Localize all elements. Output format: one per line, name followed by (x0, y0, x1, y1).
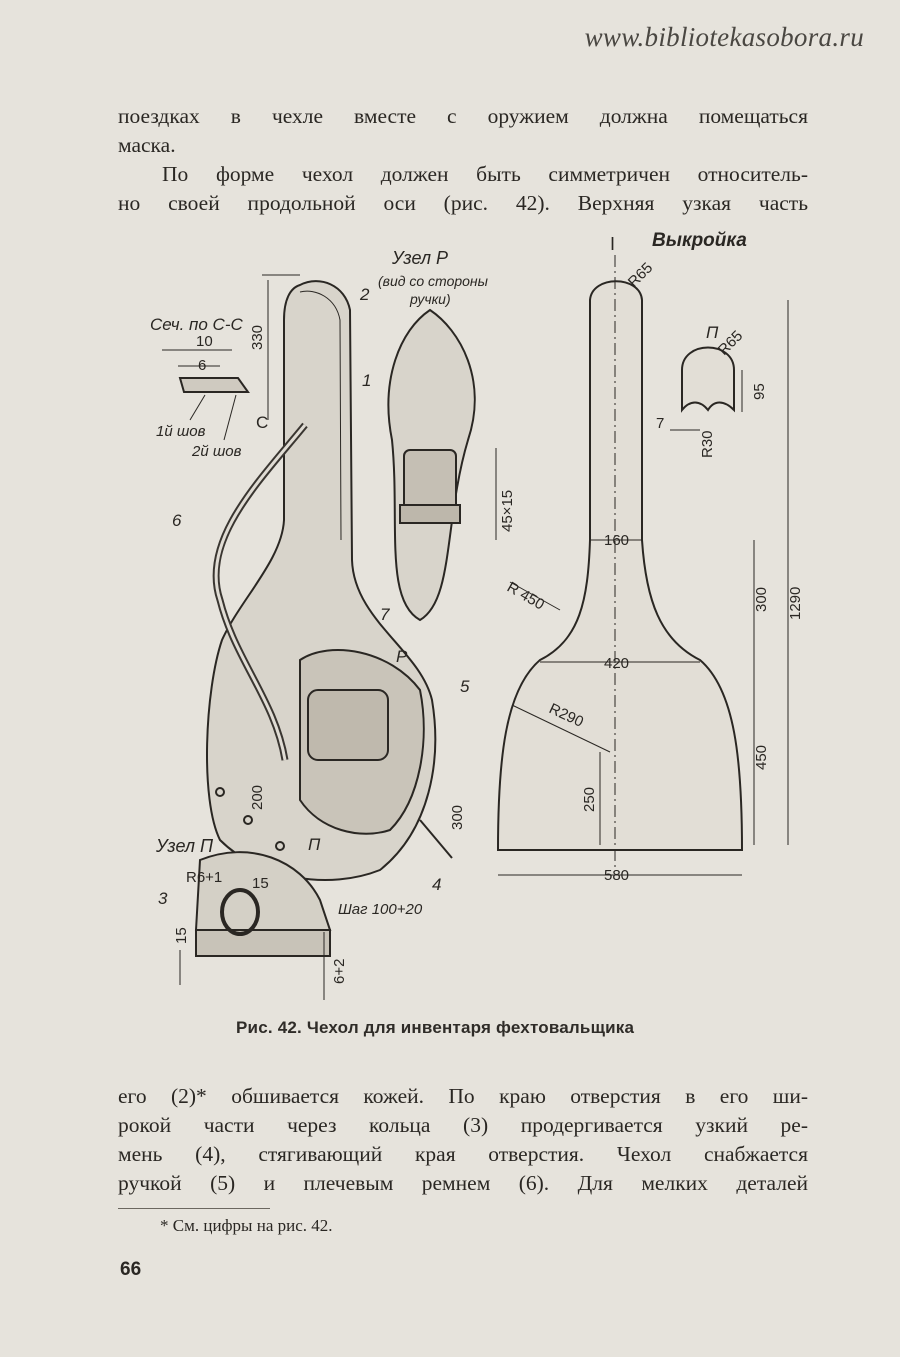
node-n-dim: R6+1 (186, 869, 222, 886)
text-line: рокой части через кольца (3) продергивае… (118, 1113, 808, 1137)
text-line: поездках в чехле вместе с оружием должна… (118, 104, 808, 128)
page-number: 66 (120, 1259, 142, 1280)
text-line: ручкой (5) и плечевым ремнем (6). Для ме… (118, 1171, 808, 1195)
callout-2: 2 (359, 285, 370, 304)
node-p-subtitle: (вид со стороны (378, 273, 489, 289)
node-n-sketch (195, 929, 331, 957)
pattern-dim: 420 (604, 655, 629, 672)
step-label: Шаг 100+20 (338, 901, 423, 918)
pattern-dim: R30 (699, 430, 716, 458)
node-p-subtitle: ручки) (409, 291, 451, 307)
pattern-dim: 450 (753, 745, 770, 770)
watermark: www.bibliotekasobora.ru (584, 22, 864, 52)
callout-3: 3 (158, 889, 168, 908)
text-line: мень (4), стягивающий края отверстия. Че… (118, 1142, 808, 1166)
pattern-dim: 300 (753, 587, 770, 612)
callout-n: П (308, 835, 321, 854)
pattern-dim: 7 (656, 415, 664, 432)
callout-p: Р (396, 647, 408, 666)
dim-200: 200 (249, 785, 266, 810)
section-dim: 10 (196, 333, 213, 350)
pattern-dim: 250 (581, 787, 598, 812)
dim-330: 330 (249, 325, 266, 350)
node-n-dim: 15 (173, 927, 190, 944)
pattern-dim: R 450 (504, 579, 547, 614)
node-n-title: Узел П (155, 836, 214, 856)
callout-1: 1 (362, 371, 371, 390)
callout-4: 4 (432, 875, 441, 894)
callout-5: 5 (460, 677, 470, 696)
text-line: но своей продольной оси (рис. 42). Верхн… (118, 191, 808, 215)
paragraph-top: поездках в чехле вместе с оружием должна… (118, 102, 808, 218)
seam-1-label: 1й шов (156, 423, 206, 440)
paragraph-bottom: его (2)* обшивается кожей. По краю отвер… (118, 1082, 808, 1198)
footnote: * См. цифры на рис. 42. (160, 1216, 333, 1235)
section-dim: 6 (198, 357, 206, 374)
section-cc-sketch (178, 377, 250, 393)
pattern-dim: 160 (604, 532, 629, 549)
seam-2-label: 2й шов (191, 443, 242, 460)
pattern-dim: 580 (604, 867, 629, 884)
text-line: его (2)* обшивается кожей. По краю отвер… (118, 1084, 808, 1108)
callout-6: 6 (172, 511, 182, 530)
pattern-dim: 1290 (787, 587, 804, 620)
text-line: По форме чехол должен быть симметричен о… (162, 162, 808, 186)
dim-300: 300 (449, 805, 466, 830)
pattern-title: Выкройка (652, 230, 747, 251)
footnote-rule (118, 1208, 270, 1209)
node-n-dim: 6+2 (331, 959, 348, 984)
section-cc-title: Сеч. по С-С (150, 315, 243, 334)
label-c: С (256, 413, 268, 432)
figure-42: Сеч. по С-С 10 6 1й шов 2й шов С 330 2 1… (150, 230, 804, 1000)
callout-7: 7 (380, 605, 390, 624)
pattern-axis: I (610, 234, 615, 254)
node-p-dim: 45×15 (499, 490, 516, 532)
pattern-outline (496, 280, 744, 851)
figure-caption: Рис. 42. Чехол для инвентаря фехтовальщи… (236, 1018, 635, 1037)
node-n-dim: 15 (252, 875, 269, 892)
pattern-dim: 95 (751, 383, 768, 400)
node-p-title: Узел Р (391, 248, 448, 268)
pattern-detail-label: П (706, 323, 719, 342)
pattern-detail-n (681, 346, 735, 413)
text-line: маска. (118, 133, 176, 157)
